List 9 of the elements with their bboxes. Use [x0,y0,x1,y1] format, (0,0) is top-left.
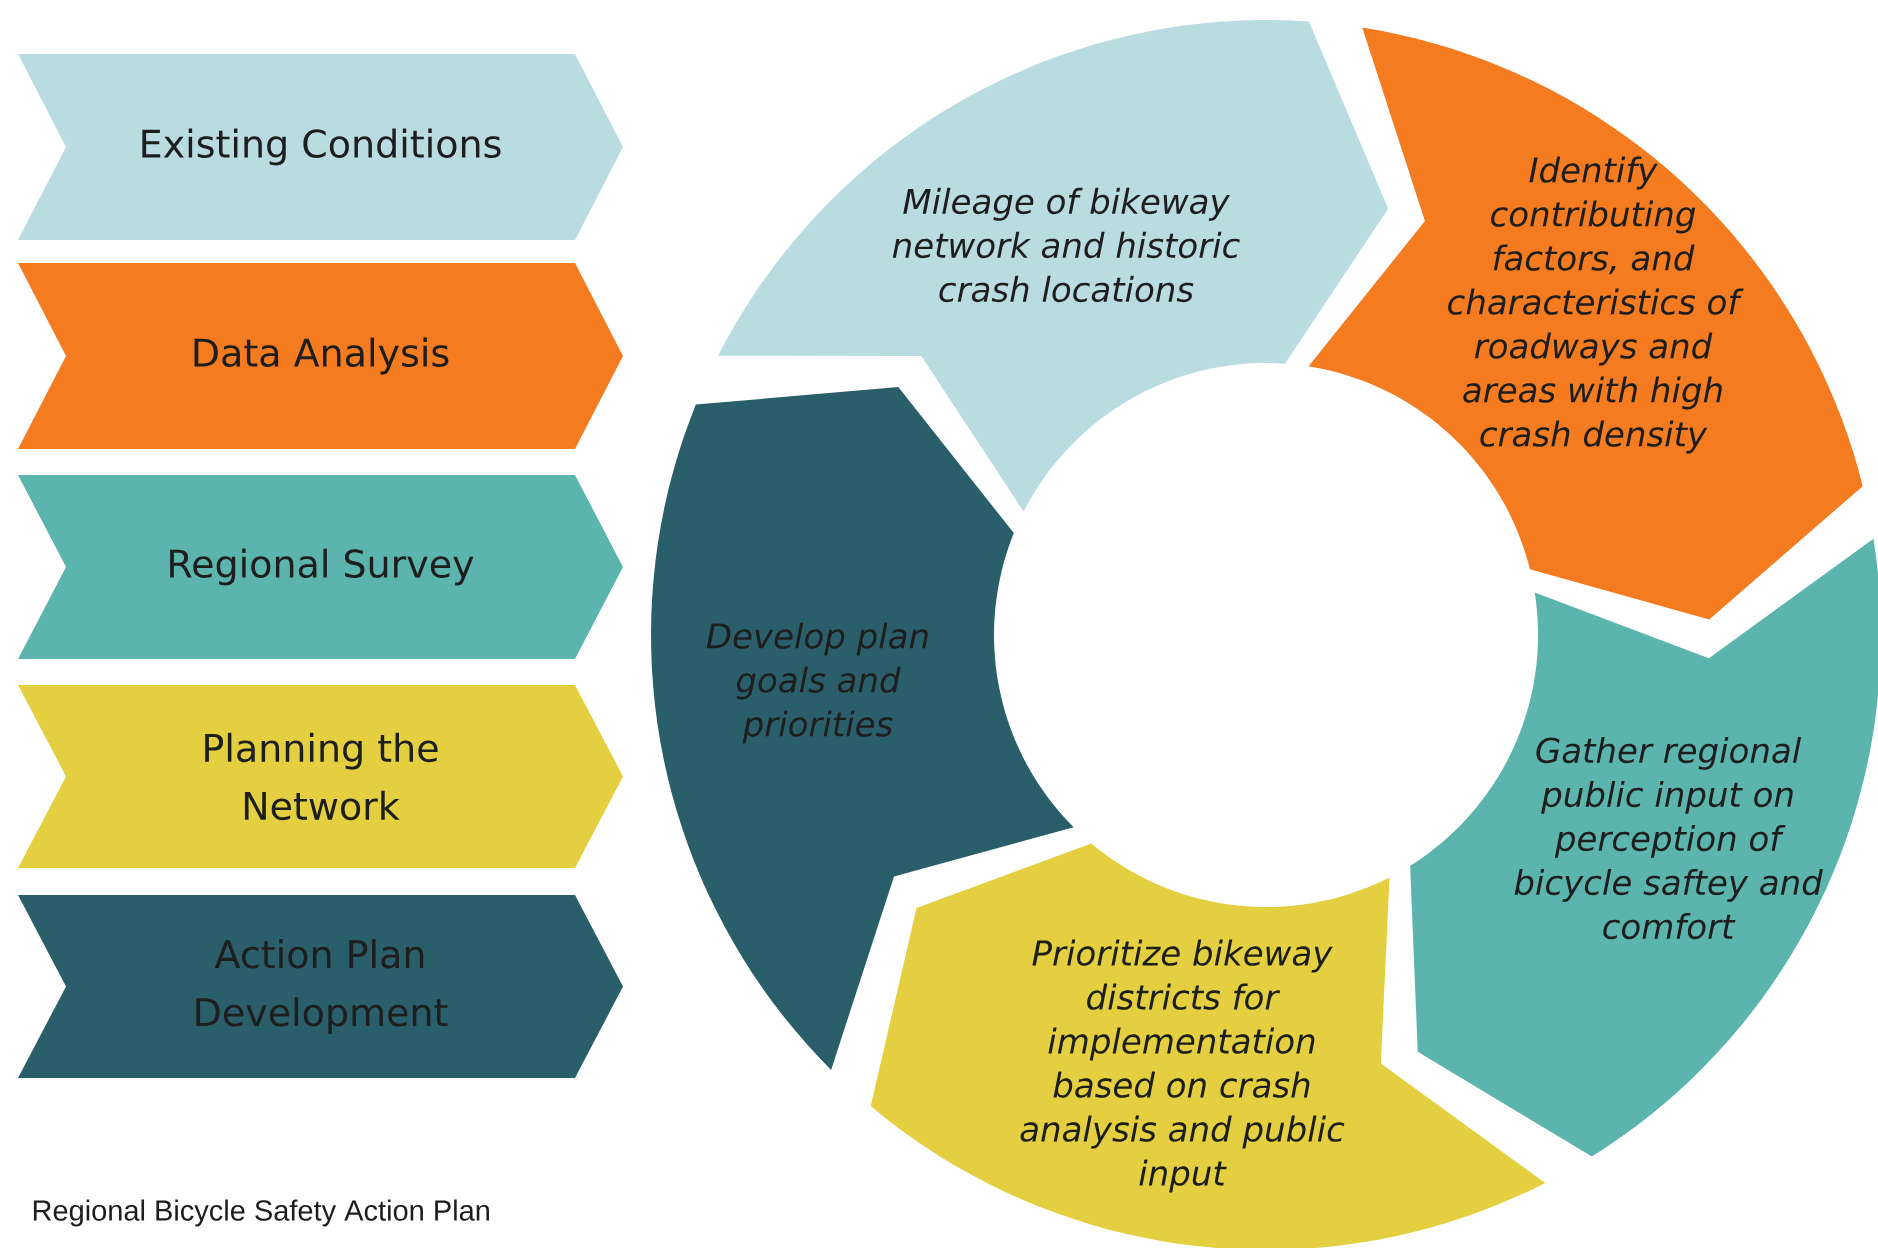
cycle-ring-segment: Identify contributing factors, and characteristics of roadways and areas with high crash density [1308,27,1863,620]
chevron-step-banner: Regional Survey [18,475,623,659]
chevron-step-banner: Data Analysis [18,263,623,449]
chevron-step-banner: Planning the Network [18,685,623,868]
chevron-step-banner: Action Plan Development [18,895,623,1078]
caption: Regional Bicycle Safety Action Plan [33,1199,489,1227]
cycle-ring-segment: Gather regional public input on perception of bicycle saftey and comfort [1410,538,1878,1157]
cycle-ring-segment: Mileage of bikeway network and historic crash locations [718,20,1389,512]
chevron-step-banner: Existing Conditions [18,54,623,240]
